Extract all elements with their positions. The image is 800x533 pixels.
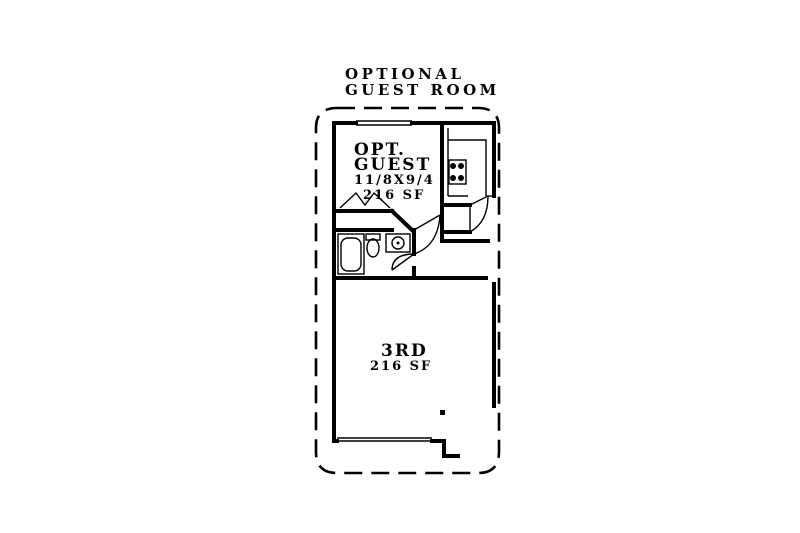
guest-room-name-line-1: OPT. (354, 140, 406, 160)
sink (385, 233, 411, 253)
dashed-outline (314, 106, 501, 475)
bathtub (337, 233, 365, 275)
guest-room-name-line-2: GUEST (354, 155, 431, 175)
garage-room-name: 3RD (381, 341, 428, 361)
bath-door (391, 253, 415, 271)
walls (332, 120, 496, 458)
garage-room-area: 216 SF (370, 359, 432, 374)
guest-room-dimensions: 11/8X9/4 (354, 173, 435, 188)
guest-room-area: 216 SF (363, 188, 425, 203)
toilet (365, 233, 381, 258)
closet-door (339, 191, 391, 209)
guest-door (413, 214, 441, 255)
plan-title-line-2: GUEST ROOM (345, 81, 500, 99)
plan-title-line-1: OPTIONAL (345, 65, 465, 83)
kitchenette (444, 128, 494, 234)
